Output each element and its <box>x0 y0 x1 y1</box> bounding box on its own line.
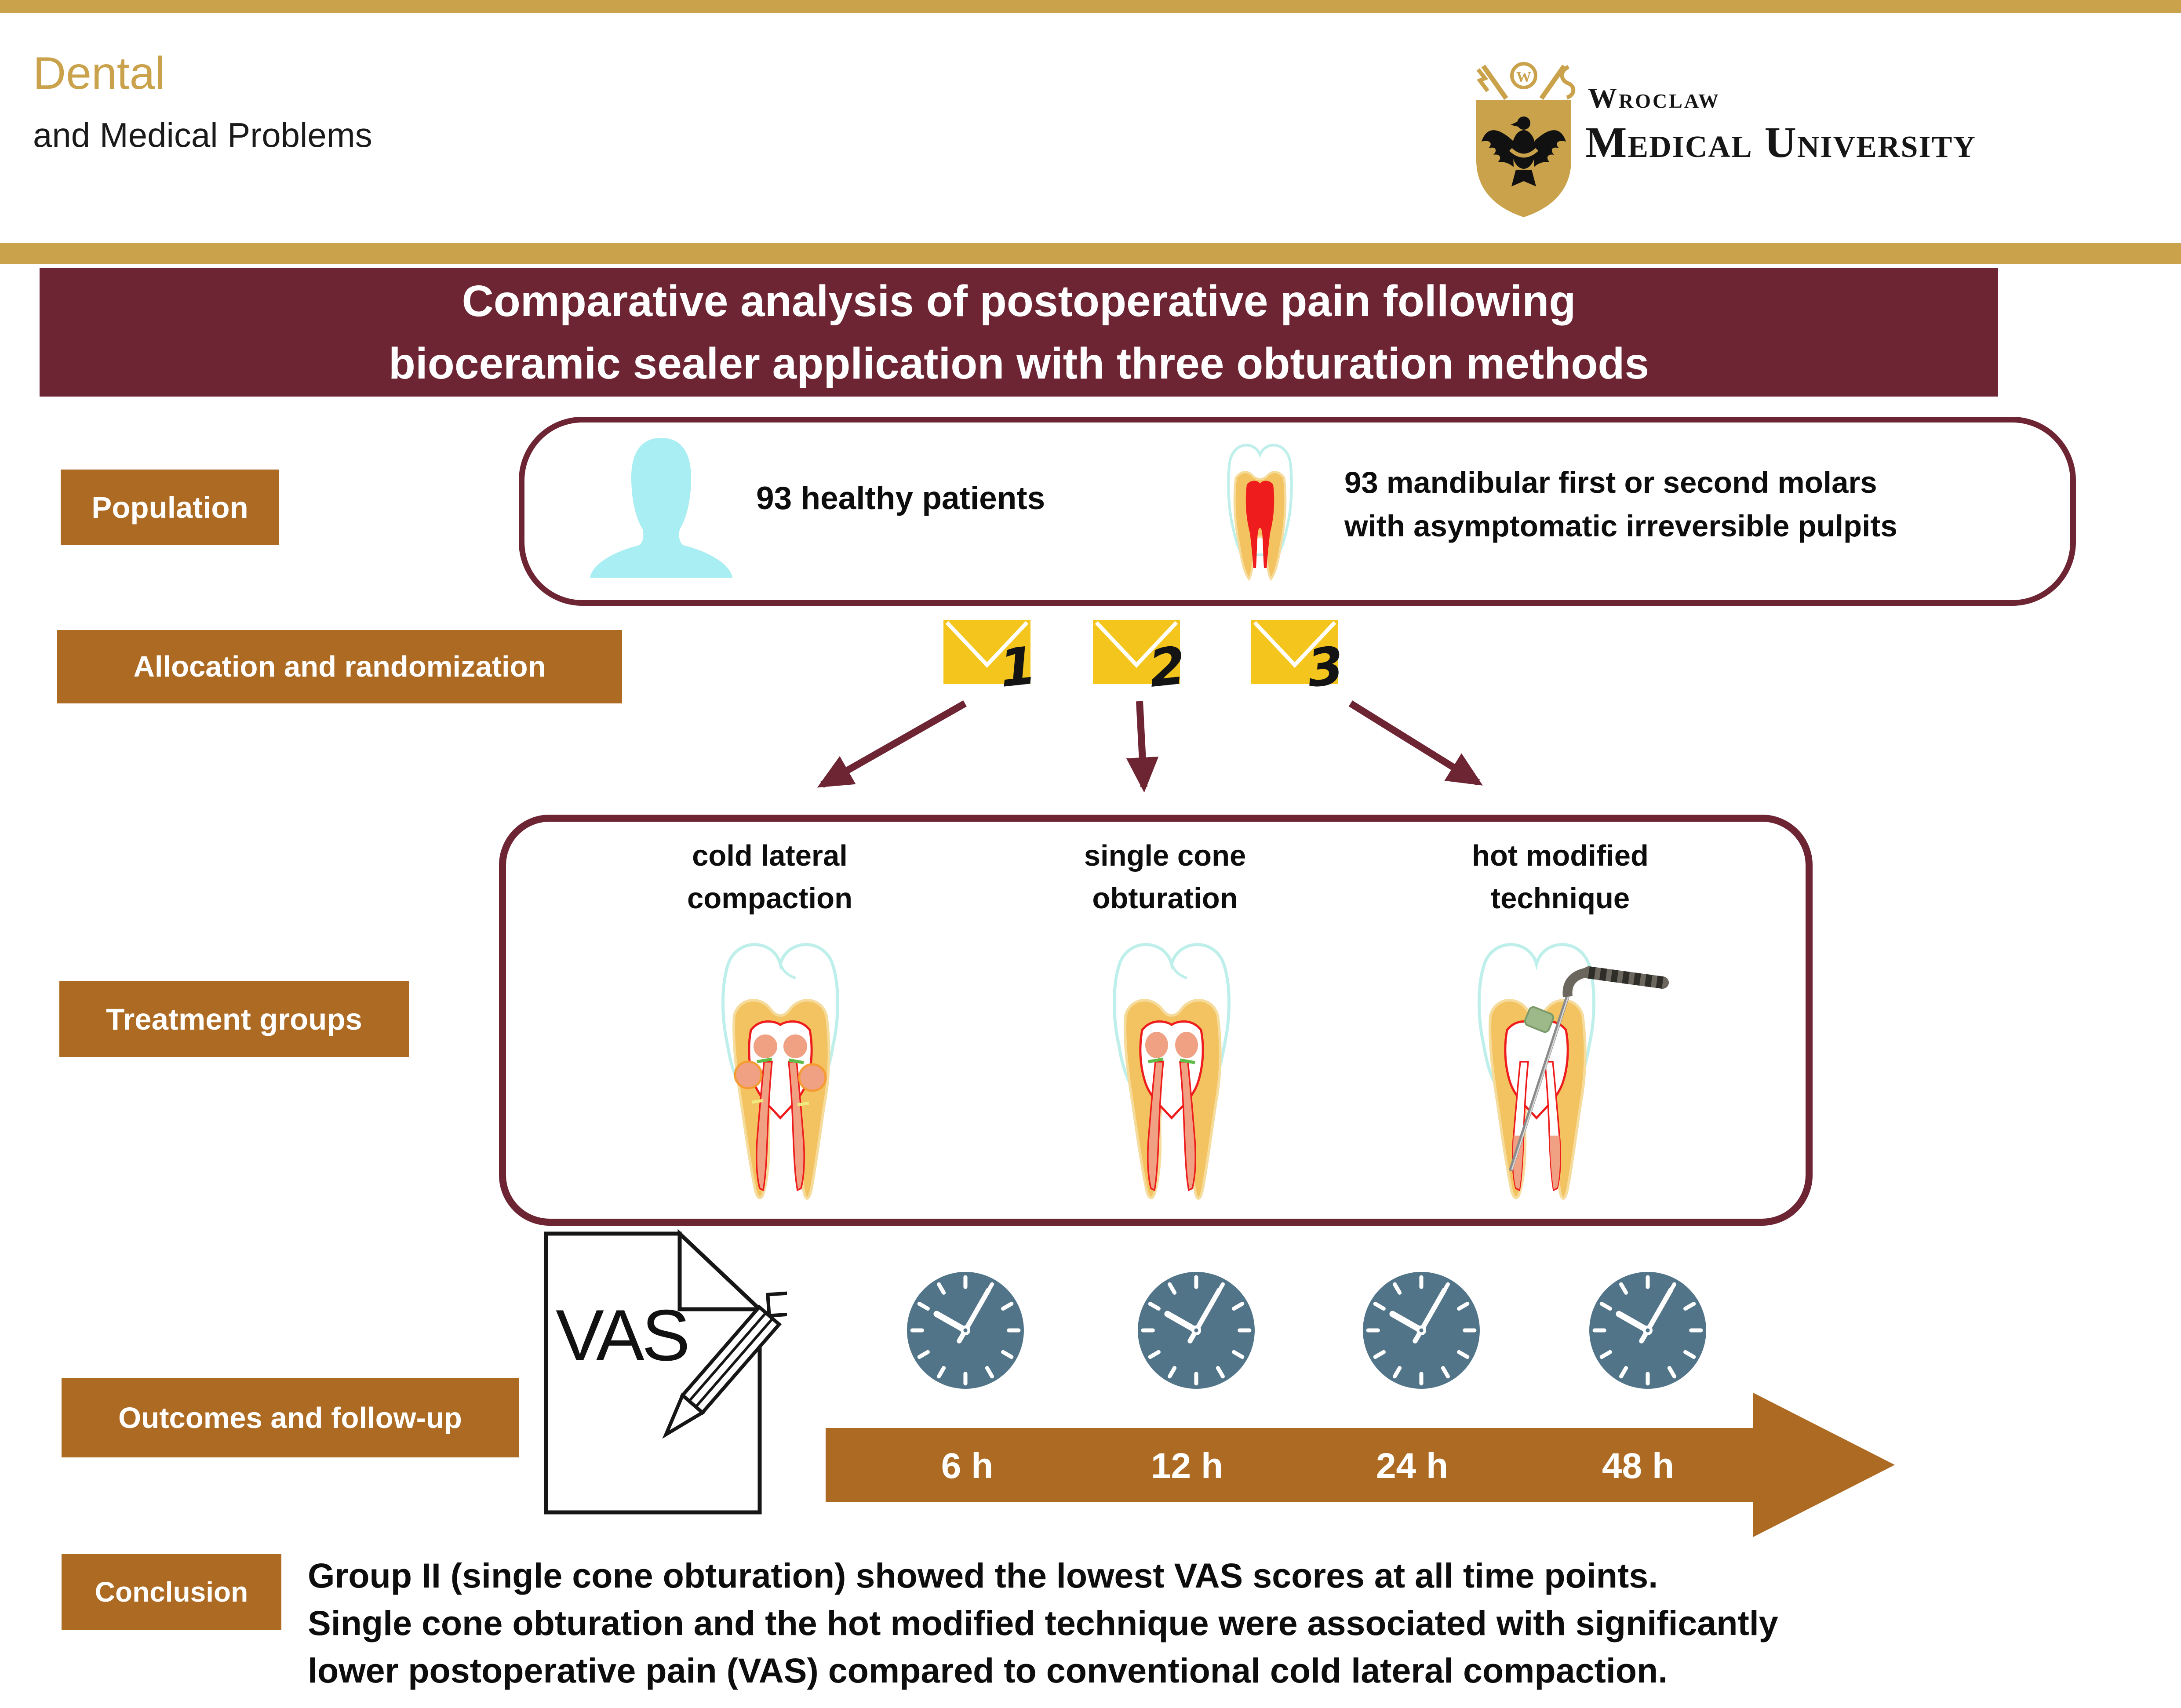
timepoint-48h: 48 h <box>1602 1446 1675 1486</box>
folded-corner <box>677 1229 765 1311</box>
top-gold-bar <box>0 0 2181 13</box>
envelope-icon-group2: 2 <box>1093 620 1188 699</box>
journal-name-line2: and Medical Problems <box>33 116 372 154</box>
crest-monogram: W <box>1516 69 1531 85</box>
envelope-shape <box>943 620 1030 684</box>
university-crest-icon: W <box>1476 62 1576 217</box>
envelope-shape <box>1093 620 1180 684</box>
clock-icon-12h <box>1136 1271 1256 1390</box>
outcomes-label-text: Outcomes and follow-up <box>118 1401 462 1435</box>
timepoint-6h: 6 h <box>941 1446 994 1486</box>
conclusion-text-line1: Group II (single cone obturation) showed… <box>308 1556 1658 1595</box>
title-banner: Comparative analysis of postoperative pa… <box>40 268 1998 397</box>
molar-single-cone-illustration <box>1113 943 1231 1200</box>
timepoint-24h: 24 h <box>1376 1446 1449 1486</box>
envelope-number: 1 <box>996 635 1039 699</box>
molar-hot-modified-illustration <box>1478 943 1669 1200</box>
envelope-number: 3 <box>1304 635 1347 699</box>
group3-name-line2: technique <box>1490 882 1630 915</box>
allocation-label-text: Allocation and randomization <box>133 650 546 683</box>
envelope-shape <box>1251 620 1338 684</box>
clock-icon-6h <box>906 1271 1025 1390</box>
university-name-line1: Wroclaw <box>1588 82 1721 114</box>
molars-text-line2: with asymptomatic irreversible pulpits <box>1344 509 1897 543</box>
molars-text-line1: 93 mandibular first or second molars <box>1344 466 1877 499</box>
group2-name-line1: single cone <box>1084 839 1246 872</box>
treatment-groups-box <box>499 815 1813 1226</box>
patient-person-icon <box>590 438 732 578</box>
heat-carrier-instrument-icon <box>1508 966 1669 1172</box>
group1-name-line2: compaction <box>687 882 852 915</box>
randomization-arrows <box>817 700 1483 793</box>
title-line1: Comparative analysis of postoperative pa… <box>462 277 1576 326</box>
envelope-number: 2 <box>1146 635 1188 699</box>
allocation-label: Allocation and randomization <box>57 630 622 703</box>
timeline-arrow <box>826 1393 1895 1537</box>
clock-icon-24h <box>1362 1271 1481 1390</box>
vas-document-icon: VAS <box>544 1229 787 1515</box>
arrow-down-right-icon <box>1348 700 1483 786</box>
clock-icon-48h <box>1588 1271 1708 1390</box>
treatment-groups-label: Treatment groups <box>59 981 409 1057</box>
outcomes-label: Outcomes and follow-up <box>62 1378 519 1457</box>
group3-name: hot modified technique <box>1393 834 1727 920</box>
conclusion-text-line2: Single cone obturation and the hot modif… <box>308 1603 1778 1642</box>
molar-cold-lateral-illustration <box>721 943 839 1200</box>
header-divider-gold-bar <box>0 243 2181 264</box>
patients-count-text: 93 healthy patients <box>756 481 1045 516</box>
group2-name: single cone obturation <box>998 834 1332 920</box>
group1-name: cold lateral compaction <box>603 834 937 920</box>
molars-text: 93 mandibular first or second molars wit… <box>1344 461 1897 548</box>
envelope-icon-group3: 3 <box>1251 620 1347 699</box>
arrow-down-left-icon <box>817 700 967 788</box>
timepoint-12h: 12 h <box>1151 1446 1223 1486</box>
group2-name-line2: obturation <box>1092 882 1238 915</box>
population-box <box>519 417 2076 606</box>
conclusion-label-text: Conclusion <box>95 1576 248 1608</box>
group1-name-line1: cold lateral <box>692 839 848 872</box>
population-label: Population <box>61 470 279 545</box>
journal-name-line1: Dental <box>33 48 165 99</box>
pencil-icon <box>662 1291 787 1439</box>
arrow-down-icon <box>1126 701 1159 793</box>
title-line2: bioceramic sealer application with three… <box>388 339 1649 388</box>
population-label-text: Population <box>91 490 248 524</box>
university-name-line2: Medical University <box>1585 118 1976 167</box>
molar-tooth-icon <box>1227 444 1293 581</box>
vas-text: VAS <box>556 1295 688 1376</box>
envelope-icon-group1: 1 <box>943 620 1039 699</box>
group3-name-line1: hot modified <box>1472 839 1649 872</box>
treatment-groups-label-text: Treatment groups <box>106 1002 362 1036</box>
conclusion-text-line3: lower postoperative pain (VAS) compared … <box>308 1651 1668 1690</box>
crest-eagle <box>1482 117 1566 186</box>
conclusion-label: Conclusion <box>62 1554 281 1630</box>
